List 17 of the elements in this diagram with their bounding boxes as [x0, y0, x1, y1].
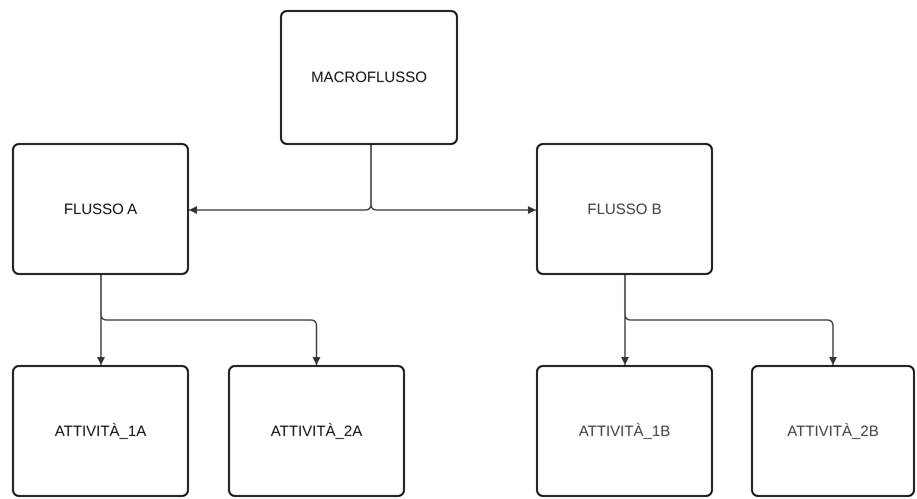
process-box: [536, 365, 713, 497]
box-label: ATTIVITÀ_1A: [54, 422, 146, 440]
arrow: [100, 275, 320, 365]
process-box: [536, 143, 713, 275]
process-box: [280, 10, 458, 145]
box-label: ATTIVITÀ_1B: [578, 422, 670, 440]
process-box: [228, 365, 405, 497]
box-label: ATTIVITÀ_2B: [787, 422, 879, 440]
box-label: MACROFLUSSO: [311, 69, 427, 86]
arrow: [624, 275, 837, 365]
box-label: ATTIVITÀ_2A: [270, 422, 362, 440]
box-label: FLUSSO B: [587, 200, 662, 218]
box-label: FLUSSO A: [64, 200, 138, 218]
process-box: [751, 365, 915, 497]
process-box: [12, 365, 189, 497]
arrow: [370, 145, 536, 214]
process-box: [12, 143, 189, 275]
